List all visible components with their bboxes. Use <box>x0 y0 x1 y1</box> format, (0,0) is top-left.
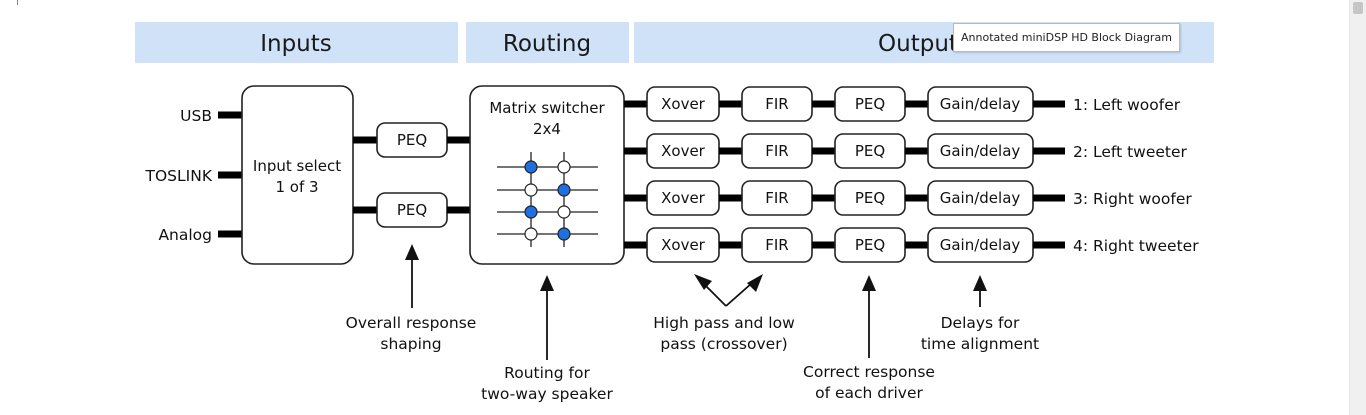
note-crossover-line1: High pass and low <box>653 314 795 332</box>
matrix-switcher-block <box>469 85 625 265</box>
output-chain-3: Xover FIR PEQ Gain/delay 3: Right woofer <box>624 180 1192 216</box>
input-select-label-line2: 1 of 3 <box>275 178 318 196</box>
image-title-tooltip: Annotated miniDSP HD Block Diagram <box>953 23 1180 52</box>
matrix-node-r1-c2 <box>557 160 571 174</box>
arrowhead-overall-shaping <box>405 244 419 260</box>
note-crossover-line2: pass (crossover) <box>660 335 787 353</box>
input-label-toslink: TOSLINK <box>145 167 213 185</box>
note-overall-line1: Overall response <box>346 314 477 332</box>
note-routing-line1: Routing for <box>504 364 590 382</box>
input-select-label-line1: Input select <box>253 157 341 175</box>
xover-label-1: Xover <box>661 95 706 113</box>
arrow-crossover-right <box>725 282 753 307</box>
xover-label-2: Xover <box>661 142 706 160</box>
gain-delay-label-2: Gain/delay <box>940 142 1021 160</box>
arrow-crossover-left <box>702 282 727 307</box>
peq-label-1: PEQ <box>855 95 885 113</box>
matrix-node-r3-c2 <box>557 205 571 219</box>
peq-label-2: PEQ <box>855 142 885 160</box>
arrowhead-delays <box>973 275 987 291</box>
fir-label-4: FIR <box>765 236 788 254</box>
annotation-arrows <box>405 244 987 360</box>
xover-label-3: Xover <box>661 189 706 207</box>
fir-label-2: FIR <box>765 142 788 160</box>
input-section: USB TOSLINK Analog Input select 1 of 3 P… <box>145 85 471 265</box>
matrix-node-r2-c1 <box>524 183 538 197</box>
matrix-grid <box>497 152 598 247</box>
output-label-3: 3: Right woofer <box>1073 190 1192 208</box>
matrix-node-r4-c2 <box>557 227 571 241</box>
peq-label-4: PEQ <box>855 236 885 254</box>
matrix-label-line1: Matrix switcher <box>489 99 605 117</box>
arrowhead-correct-response <box>862 275 876 291</box>
gain-delay-label-4: Gain/delay <box>940 236 1021 254</box>
output-label-2: 2: Left tweeter <box>1073 143 1188 161</box>
inputs-header-bar <box>135 22 458 63</box>
input-select-block <box>241 85 354 265</box>
scrollbar-thumb[interactable] <box>1353 2 1363 14</box>
output-chain-1: Xover FIR PEQ Gain/delay 1: Left woofer <box>624 86 1181 122</box>
output-label-4: 4: Right tweeter <box>1073 237 1199 255</box>
input-label-usb: USB <box>180 107 212 125</box>
matrix-label-line2: 2x4 <box>533 120 561 138</box>
input-peq-label-2: PEQ <box>397 201 427 219</box>
annotation-notes: Overall response shaping Routing for two… <box>346 314 1040 403</box>
output-label-1: 1: Left woofer <box>1073 96 1181 114</box>
output-chain-2: Xover FIR PEQ Gain/delay 2: Left tweeter <box>624 133 1188 169</box>
caret-mark <box>17 0 18 5</box>
note-correct-line2: of each driver <box>815 384 923 402</box>
vertical-scrollbar[interactable] <box>1349 0 1366 415</box>
routing-header-title: Routing <box>503 31 591 57</box>
arrowhead-crossover-right <box>747 274 763 292</box>
output-chain-4: Xover FIR PEQ Gain/delay 4: Right tweete… <box>624 227 1199 263</box>
fir-label-1: FIR <box>765 95 788 113</box>
inputs-header-title: Inputs <box>260 31 332 57</box>
matrix-node-r2-c2 <box>557 183 571 197</box>
input-peq-label-1: PEQ <box>397 131 427 149</box>
note-correct-line1: Correct response <box>803 363 935 381</box>
note-delays-line1: Delays for <box>941 314 1020 332</box>
note-routing-line2: two-way speaker <box>481 385 613 403</box>
matrix-node-r1-c1 <box>524 160 538 174</box>
note-delays-line2: time alignment <box>921 335 1039 353</box>
xover-label-4: Xover <box>661 236 706 254</box>
matrix-node-r3-c1 <box>524 205 538 219</box>
routing-section: Matrix switcher 2x4 <box>469 85 625 265</box>
input-label-analog: Analog <box>158 226 212 244</box>
fir-label-3: FIR <box>765 189 788 207</box>
note-overall-line2: shaping <box>380 335 441 353</box>
peq-label-3: PEQ <box>855 189 885 207</box>
arrowhead-crossover-left <box>694 274 712 290</box>
matrix-node-r4-c1 <box>524 227 538 241</box>
gain-delay-label-1: Gain/delay <box>940 95 1021 113</box>
gain-delay-label-3: Gain/delay <box>940 189 1021 207</box>
output-section: Xover FIR PEQ Gain/delay 1: Left woofer … <box>624 86 1199 263</box>
routing-header-bar <box>466 22 629 63</box>
arrowhead-routing <box>540 275 554 291</box>
